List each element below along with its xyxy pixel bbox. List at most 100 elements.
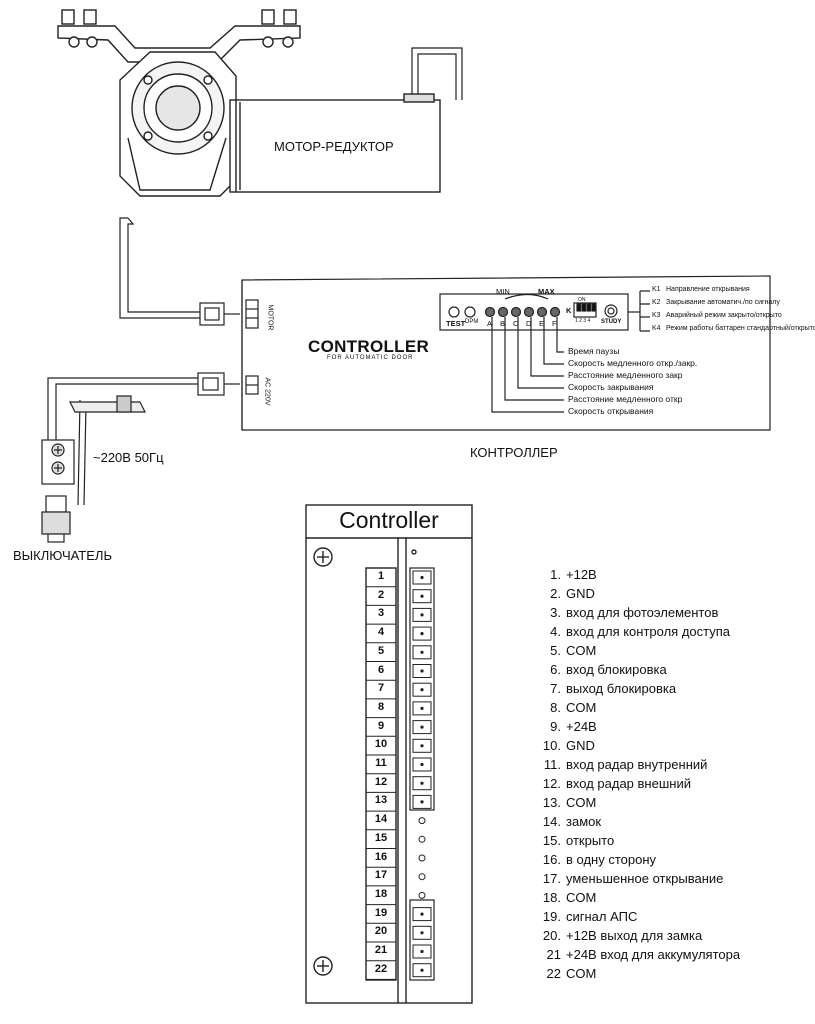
pinout-row: 1.+12В	[533, 567, 597, 586]
pinout-number: 6.	[550, 662, 561, 677]
switch-label: ВЫКЛЮЧАТЕЛЬ	[13, 548, 112, 563]
terminal-pin-dot	[420, 931, 424, 935]
knob-function-label: Расстояние медленного закр	[568, 370, 683, 380]
pinout-number: 16.	[542, 852, 561, 867]
dip-key: K2	[652, 299, 661, 306]
pinout-number: 7.	[550, 681, 561, 696]
pinout-text: COM	[566, 643, 597, 658]
power-port-label: AC 220V	[263, 377, 271, 406]
pinout-row: 10.GND	[533, 738, 595, 757]
terminal-board-title: Controller	[339, 507, 439, 533]
pinout-row: 14. замок	[533, 814, 601, 833]
knob-function-label: Скорость медленного откр./закр.	[568, 358, 698, 368]
pinout-row: 3. вход для фотоэлементов	[533, 605, 718, 624]
terminal-number: 20	[374, 925, 388, 938]
terminal-pin-dot	[420, 949, 424, 954]
knob-function-label: Скорость открывания	[568, 406, 654, 416]
knob-function-label: Расстояние медленного откр	[568, 394, 683, 404]
pinout-row: 8.COM	[533, 700, 596, 719]
study-label: STUDY	[601, 319, 622, 325]
dip-key: K3	[652, 312, 661, 319]
terminal-pin-dot	[420, 781, 424, 785]
terminal-number: 8	[377, 700, 385, 713]
power-cable	[47, 377, 198, 506]
pinout-text: COM	[566, 700, 597, 715]
motor-gearbox	[57, 9, 441, 197]
pinout-text: +12В выход для замка	[566, 928, 703, 943]
test-button-label: TEST	[446, 319, 466, 328]
terminal-pin-dot	[420, 706, 424, 711]
terminal-pin-dot	[420, 594, 424, 598]
pinout-text: вход для фотоэлементов	[566, 605, 719, 620]
terminal-number: 6	[377, 663, 385, 676]
motor-cable	[119, 47, 463, 319]
terminal-hole	[418, 817, 426, 825]
knob-function-label: Время паузы	[568, 346, 620, 356]
controller-subtitle: FOR AUTOMATIC DOOR	[327, 355, 414, 361]
knob-letter: C	[513, 319, 519, 328]
terminal-number: 21	[374, 944, 388, 956]
terminal-bracket	[41, 395, 146, 485]
dpm-label: DPM	[465, 319, 479, 325]
terminal-number: 11	[375, 757, 387, 769]
pinout-row: 18. COM	[533, 890, 596, 909]
pinout-text: COM	[566, 795, 597, 810]
terminal-number: 15	[374, 831, 388, 844]
pinout-row: 21+24В вход для аккумулятора	[533, 947, 741, 966]
dip-text: Аварийный режим закрыто/открыто	[666, 312, 782, 319]
terminal-number: 2	[377, 588, 385, 601]
knob-letter: E	[539, 319, 545, 328]
controller-title: CONTROLLER	[308, 337, 430, 356]
pinout-text: COM	[566, 890, 597, 905]
pinout-row: 2. GND	[533, 586, 595, 605]
pinout-text: вход радар внутренний	[566, 757, 708, 772]
pinout-number: 3.	[550, 605, 561, 620]
terminal-pin-dot	[420, 968, 424, 972]
pinout-number: 20.	[542, 928, 561, 943]
pinout-row: 9.+24В	[533, 719, 597, 738]
dip-text: Закрывание автоматич./по сигналу	[666, 299, 780, 306]
motor-connector	[199, 302, 240, 326]
terminal-pin-dot	[420, 688, 424, 692]
pinout-number: 12.	[542, 776, 561, 791]
pinout-number: 14.	[542, 814, 561, 829]
pinout-row: 5.COM	[533, 643, 596, 662]
terminal-number: 12	[374, 775, 388, 788]
motor-port-label: MOTOR	[266, 304, 274, 331]
pinout-text: вход для контроля доступа	[566, 624, 731, 639]
terminal-number: 3	[377, 607, 385, 620]
pinout-number: 1.	[550, 567, 561, 582]
terminal-number: 17	[374, 869, 388, 882]
pinout-number: 4.	[550, 624, 561, 639]
pinout-number: 19.	[542, 909, 561, 924]
terminal-pin-dot	[420, 669, 424, 673]
pinout-number: 11.	[543, 757, 561, 772]
pinout-row: 19.сигнал АПС	[533, 909, 637, 928]
terminal-number: 9	[377, 719, 385, 732]
pinout-row: 12. вход радар внешний	[533, 776, 691, 795]
knob-letter: B	[500, 319, 506, 328]
dip-text: Направление открывания	[666, 286, 750, 293]
pinout-text: вход радар внешний	[566, 776, 691, 791]
terminal-number: 16	[374, 850, 388, 863]
pinout-text: вход блокировка	[566, 662, 667, 677]
pinout-row: 15.открыто	[533, 833, 614, 852]
pinout-number: 2.	[550, 586, 561, 601]
pinout-row: 17.уменьшенное открывание	[533, 871, 723, 890]
terminal-number: 14	[374, 813, 388, 826]
pinout-number: 9.	[550, 719, 561, 734]
pinout-row: 13.COM	[533, 795, 596, 814]
pinout-text: GND	[566, 586, 595, 601]
terminal-number: 10	[374, 738, 388, 751]
terminal-number: 1	[377, 570, 385, 582]
pinout-text: замок	[566, 814, 602, 829]
terminal-number: 19	[374, 906, 388, 919]
terminal-hole	[418, 891, 426, 899]
dip-text: Режим работы баттарен стандартный/открыт…	[666, 325, 815, 332]
pinout-number: 18.	[542, 890, 561, 905]
terminal-number: 18	[374, 887, 388, 900]
pinout-text: GND	[566, 738, 595, 753]
pinout-text: в одну сторону	[566, 852, 657, 867]
